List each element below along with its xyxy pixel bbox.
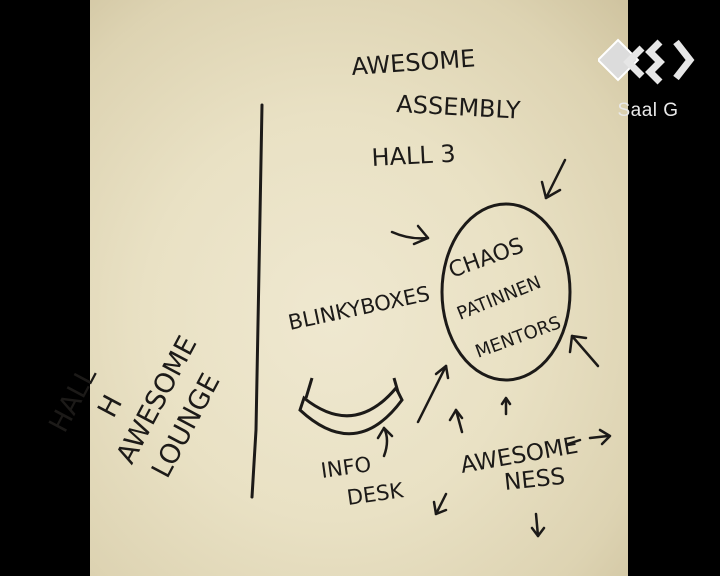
arrow-icon [534, 512, 540, 538]
info-desk-line2: DESK [345, 478, 406, 510]
info-desk-shape [298, 385, 404, 436]
hallh-line1: HALL [43, 362, 103, 437]
arrow-icon [566, 434, 610, 446]
blinkyboxes-label: BLINKYBOXES [286, 281, 432, 334]
arrow-icon [570, 334, 600, 368]
awesomeness-line2: NESS [503, 464, 566, 496]
hall3-line1: AWESOME [350, 44, 476, 81]
hall3-line2: ASSEMBLY [396, 90, 522, 124]
arrow-icon [434, 492, 448, 516]
paper-sheet [90, 0, 628, 576]
hall3-line3: HALL 3 [371, 140, 456, 172]
arrow-icon [454, 408, 464, 434]
info-desk-line1: INFO [319, 452, 372, 483]
channel-label: Saal G [617, 100, 679, 121]
arrow-icon [544, 158, 567, 200]
circle-line1: CHAOS [446, 234, 528, 284]
chaos-circle [440, 202, 572, 382]
hallh-line2: H [92, 390, 129, 422]
hallh-label: HALL H AWESOME LOUNGE [43, 331, 226, 483]
circle-line2: PATINNEN [454, 272, 544, 325]
divider-line [250, 103, 264, 499]
ccc-logo-icon [598, 38, 695, 85]
arrow-icon [416, 364, 448, 424]
